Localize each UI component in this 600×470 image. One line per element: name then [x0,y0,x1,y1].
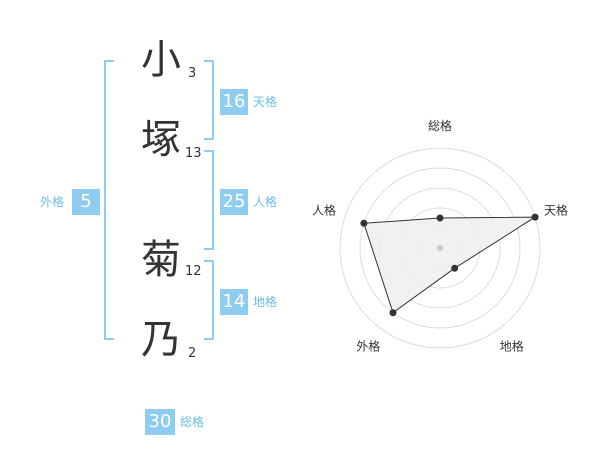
jinkaku-bracket [204,150,214,250]
radar-point [389,309,397,317]
radar-point [451,264,459,272]
gaikaku-bracket [104,60,114,340]
name-char-1: 小 [141,37,181,83]
radar-polygon [363,216,537,314]
gaikaku-label: 外格 [40,195,65,209]
stroke-count-3: 12 [185,264,202,279]
tenkaku-label: 天格 [253,95,278,109]
radar-point [531,213,539,221]
chikaku-value: 14 [220,289,248,315]
radar-axis-label: 人格 [312,202,336,217]
name-char-4: 乃 [141,317,181,363]
stroke-count-1: 3 [188,66,197,81]
jinkaku-value: 25 [220,189,248,215]
soukaku-label: 総格 [180,415,205,429]
soukaku-value: 30 [145,409,175,435]
radar-ring [339,147,541,349]
stroke-count-4: 2 [188,346,197,361]
chikaku-bracket [204,260,214,340]
radar-axis-label: 外格 [356,339,380,354]
radar-axis-label: 地格 [500,339,524,354]
name-char-3: 菊 [141,237,181,283]
radar-point [436,214,444,222]
chikaku-label: 地格 [253,295,278,309]
tenkaku-value: 16 [220,89,248,115]
radar-axis-label: 総格 [428,118,452,133]
radar-points [360,213,539,317]
radar-axis-label: 天格 [544,202,568,217]
radar-point [360,219,368,227]
radar-ring [359,167,521,329]
gaikaku-value: 5 [72,189,100,215]
tenkaku-bracket [204,60,214,140]
radar-center [437,245,443,251]
jinkaku-label: 人格 [253,195,278,209]
name-char-2: 塚 [141,117,181,163]
stroke-count-2: 13 [185,146,202,161]
